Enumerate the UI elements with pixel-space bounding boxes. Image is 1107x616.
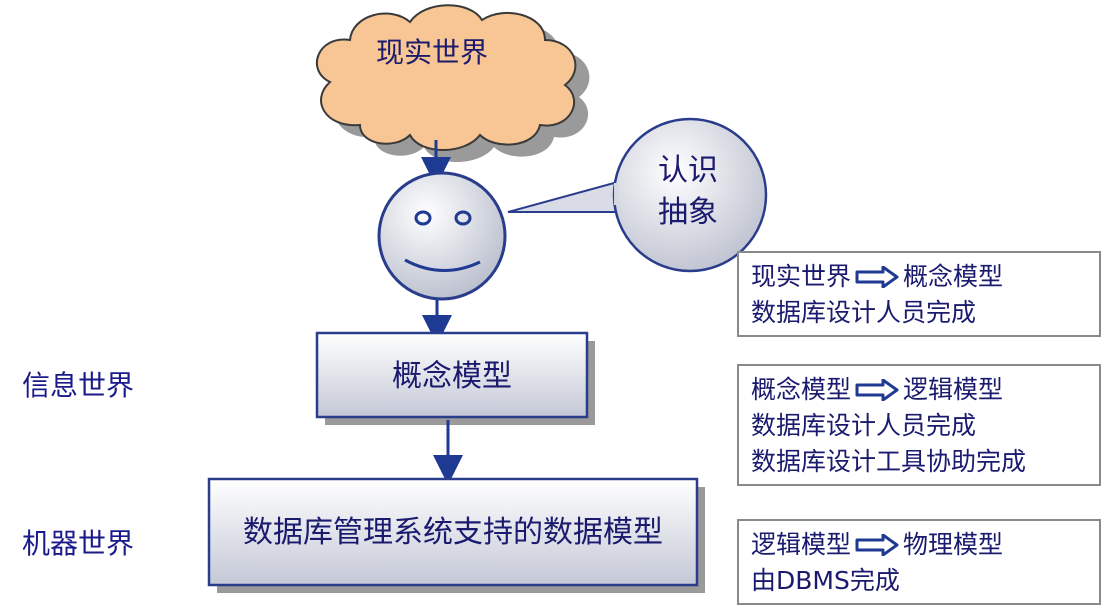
smile-mouth-icon xyxy=(404,258,481,272)
note-2-from: 概念模型 xyxy=(751,375,852,404)
left-eye-icon xyxy=(414,210,432,226)
cloud-label: 现实世界 xyxy=(376,36,488,69)
double-arrow-icon xyxy=(855,379,899,401)
bubble-line-1: 认识 xyxy=(658,153,718,188)
smiley-face-icon xyxy=(377,171,507,301)
note-3-line-1: 由DBMS完成 xyxy=(751,566,900,595)
note-1-to: 概念模型 xyxy=(903,262,1004,291)
note-2-line-1: 数据库设计人员完成 xyxy=(751,411,977,440)
note-concept-to-logical: 概念模型 逻辑模型 数据库设计人员完成 数据库设计工具协助完成 xyxy=(737,364,1101,486)
dbms-model-box xyxy=(207,477,699,587)
dbms-model-label: 数据库管理系统支持的数据模型 xyxy=(243,515,663,550)
note-real-to-concept: 现实世界 概念模型 数据库设计人员完成 xyxy=(737,251,1101,337)
note-2-line-2: 数据库设计工具协助完成 xyxy=(751,447,1027,476)
note-3-from: 逻辑模型 xyxy=(751,530,852,559)
concept-model-label: 概念模型 xyxy=(392,359,512,394)
info-world-label: 信息世界 xyxy=(22,369,135,402)
double-arrow-icon xyxy=(855,534,899,556)
note-1-line-1: 数据库设计人员完成 xyxy=(751,298,977,327)
concept-model-box xyxy=(315,331,589,419)
note-3-to: 物理模型 xyxy=(903,530,1004,559)
bubble-tail xyxy=(507,178,632,213)
cloud-shape xyxy=(316,4,577,151)
machine-world-label: 机器世界 xyxy=(22,527,135,560)
bubble-line-2: 抽象 xyxy=(658,195,718,230)
note-logical-to-physical: 逻辑模型 物理模型 由DBMS完成 xyxy=(737,519,1101,605)
note-1-from: 现实世界 xyxy=(751,262,852,291)
double-arrow-icon xyxy=(855,266,899,288)
note-2-to: 逻辑模型 xyxy=(903,375,1004,404)
right-eye-icon xyxy=(454,210,472,226)
